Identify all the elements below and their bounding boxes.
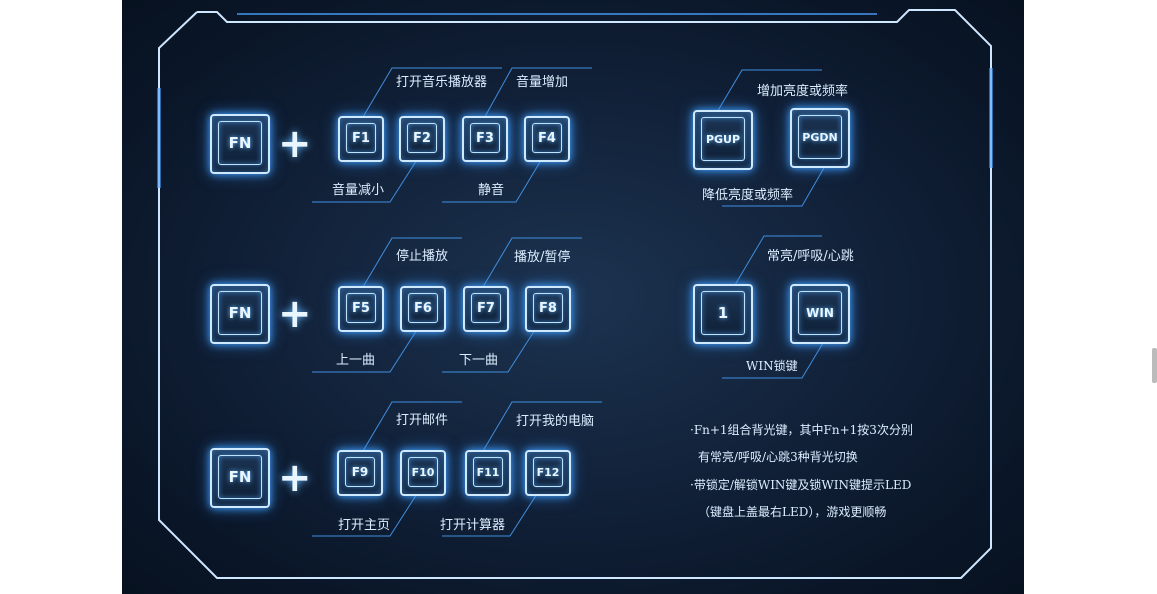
fn-key: FN — [210, 448, 270, 508]
key-pgup: PGUP — [693, 110, 753, 170]
plus-sign: + — [278, 291, 312, 337]
note-line-1: ·Fn+1组合背光键，其中Fn+1按3次分别 — [690, 423, 913, 437]
key-f12-label: F12 — [533, 457, 563, 487]
key-f1: F1 — [338, 116, 384, 162]
key-f5: F5 — [338, 286, 384, 332]
label-volume-down: 音量减小 — [332, 183, 385, 198]
key-pgup-label: PGUP — [701, 117, 745, 161]
key-f2-label: F2 — [407, 123, 437, 153]
label-open-mail: 打开邮件 — [396, 413, 449, 428]
fn-key-label: FN — [218, 455, 262, 499]
key-f5-label: F5 — [346, 293, 376, 323]
key-f7: F7 — [463, 286, 509, 332]
fn-key-label: FN — [218, 291, 262, 335]
label-mute: 静音 — [478, 183, 505, 198]
key-1-backlight: 1 — [693, 284, 753, 344]
key-1-label: 1 — [701, 291, 745, 335]
keyboard-function-panel: FN + F1 F2 F3 F4 打开音乐播放器 音量增加 音量减小 静音 FN… — [122, 0, 1024, 594]
label-increase-brightness: 增加亮度或频率 — [757, 84, 849, 99]
label-win-lock: WIN锁键 — [746, 359, 798, 373]
key-f11: F11 — [465, 450, 511, 496]
key-f6-label: F6 — [408, 293, 438, 323]
plus-sign: + — [278, 121, 312, 167]
label-previous-track: 上一曲 — [336, 353, 376, 368]
key-f7-label: F7 — [471, 293, 501, 323]
note-line-2: 有常亮/呼吸/心跳3种背光切换 — [698, 450, 858, 464]
key-f4-label: F4 — [532, 123, 562, 153]
note-line-4: （键盘上盖最右LED），游戏更顺畅 — [698, 505, 887, 519]
key-f3: F3 — [462, 116, 508, 162]
fn-key: FN — [210, 114, 270, 174]
key-f1-label: F1 — [346, 123, 376, 153]
key-f4: F4 — [524, 116, 570, 162]
key-f3-label: F3 — [470, 123, 500, 153]
panel-frame — [157, 9, 993, 579]
note-line-3: ·带锁定/解锁WIN键及锁WIN键提示LED — [690, 478, 912, 492]
label-play-pause: 播放/暂停 — [514, 250, 571, 265]
key-win-label: WIN — [798, 291, 842, 335]
label-next-track: 下一曲 — [459, 353, 499, 368]
key-f9: F9 — [337, 450, 383, 496]
label-open-my-computer: 打开我的电脑 — [516, 414, 595, 429]
key-f10-label: F10 — [408, 457, 438, 487]
key-win: WIN — [790, 284, 850, 344]
label-stop: 停止播放 — [396, 249, 449, 264]
key-pgdn-label: PGDN — [798, 115, 842, 159]
key-f2: F2 — [399, 116, 445, 162]
label-backlight-modes: 常亮/呼吸/心跳 — [767, 249, 854, 264]
key-f11-label: F11 — [473, 457, 503, 487]
key-f10: F10 — [400, 450, 446, 496]
plus-sign: + — [278, 455, 312, 501]
key-f9-label: F9 — [345, 457, 375, 487]
fn-key-label: FN — [218, 121, 262, 165]
label-volume-up: 音量增加 — [516, 75, 569, 90]
key-f12: F12 — [525, 450, 571, 496]
key-pgdn: PGDN — [790, 108, 850, 168]
label-open-calculator: 打开计算器 — [440, 518, 506, 533]
key-f8-label: F8 — [533, 293, 563, 323]
label-decrease-brightness: 降低亮度或频率 — [702, 188, 794, 203]
key-f8: F8 — [525, 286, 571, 332]
label-open-music: 打开音乐播放器 — [396, 75, 488, 90]
key-f6: F6 — [400, 286, 446, 332]
fn-key: FN — [210, 284, 270, 344]
label-open-homepage: 打开主页 — [338, 518, 391, 533]
scrollbar-thumb[interactable] — [1152, 348, 1157, 383]
